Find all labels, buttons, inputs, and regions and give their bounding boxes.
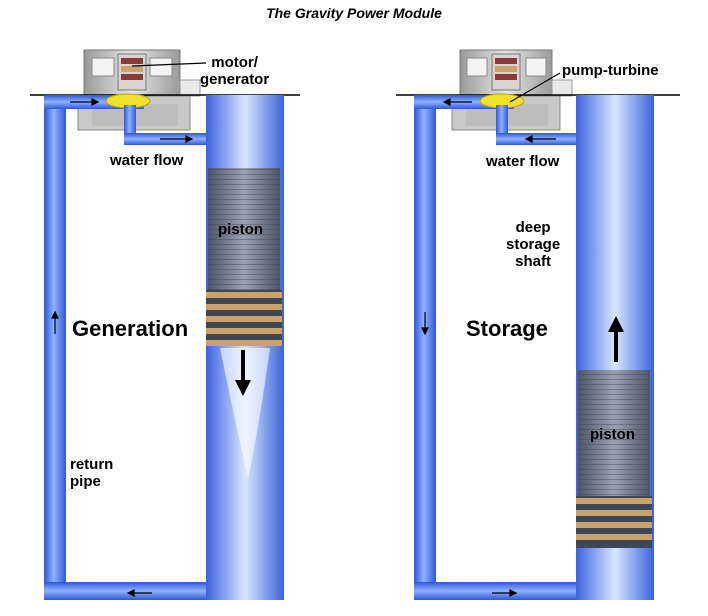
piston-label-left: piston — [218, 221, 263, 238]
piston-up-arrow — [608, 316, 624, 362]
drop-pipe — [124, 105, 136, 141]
pump-turbine-housing — [451, 49, 573, 131]
mode-label-generation: Generation — [72, 316, 189, 341]
return-pipe — [44, 95, 66, 600]
flow-arrows-left — [51, 98, 194, 597]
mode-label-storage: Storage — [466, 316, 548, 341]
shaft-label-line3: shaft — [515, 253, 552, 270]
shaft-label-line2: storage — [506, 236, 561, 253]
piston-label-right: piston — [590, 426, 635, 443]
generation-panel — [30, 49, 300, 600]
return-label-line2: pipe — [70, 473, 101, 490]
water-flow-label-left: water flow — [110, 152, 184, 169]
return-pipe-right — [414, 95, 436, 600]
storage-panel — [396, 49, 680, 600]
water-flow-label-right: water flow — [486, 153, 560, 170]
motor-label-line2: generator — [200, 71, 270, 88]
pump-leader-line — [509, 72, 561, 103]
return-label-line1: return — [70, 456, 114, 473]
pump-turbine-label: pump-turbine — [562, 62, 659, 79]
piston-left — [206, 168, 282, 346]
motor-leader-line — [131, 62, 207, 67]
return-pipe-label: return pipe — [70, 456, 113, 490]
water-glow — [220, 348, 270, 480]
motor-generator-housing — [77, 49, 201, 131]
diagram-title: The Gravity Power Module — [266, 5, 442, 21]
shaft-label-line1: deep — [515, 219, 551, 236]
piston-right — [576, 370, 652, 548]
deep-storage-shaft-label: deep storage shaft — [506, 219, 560, 270]
piston-down-arrow — [235, 350, 251, 396]
drop-pipe-right — [496, 105, 508, 141]
flow-arrows-right — [421, 98, 556, 597]
motor-generator-label: motor/ generator — [200, 54, 269, 88]
motor-label-line1: motor/ — [211, 54, 258, 71]
